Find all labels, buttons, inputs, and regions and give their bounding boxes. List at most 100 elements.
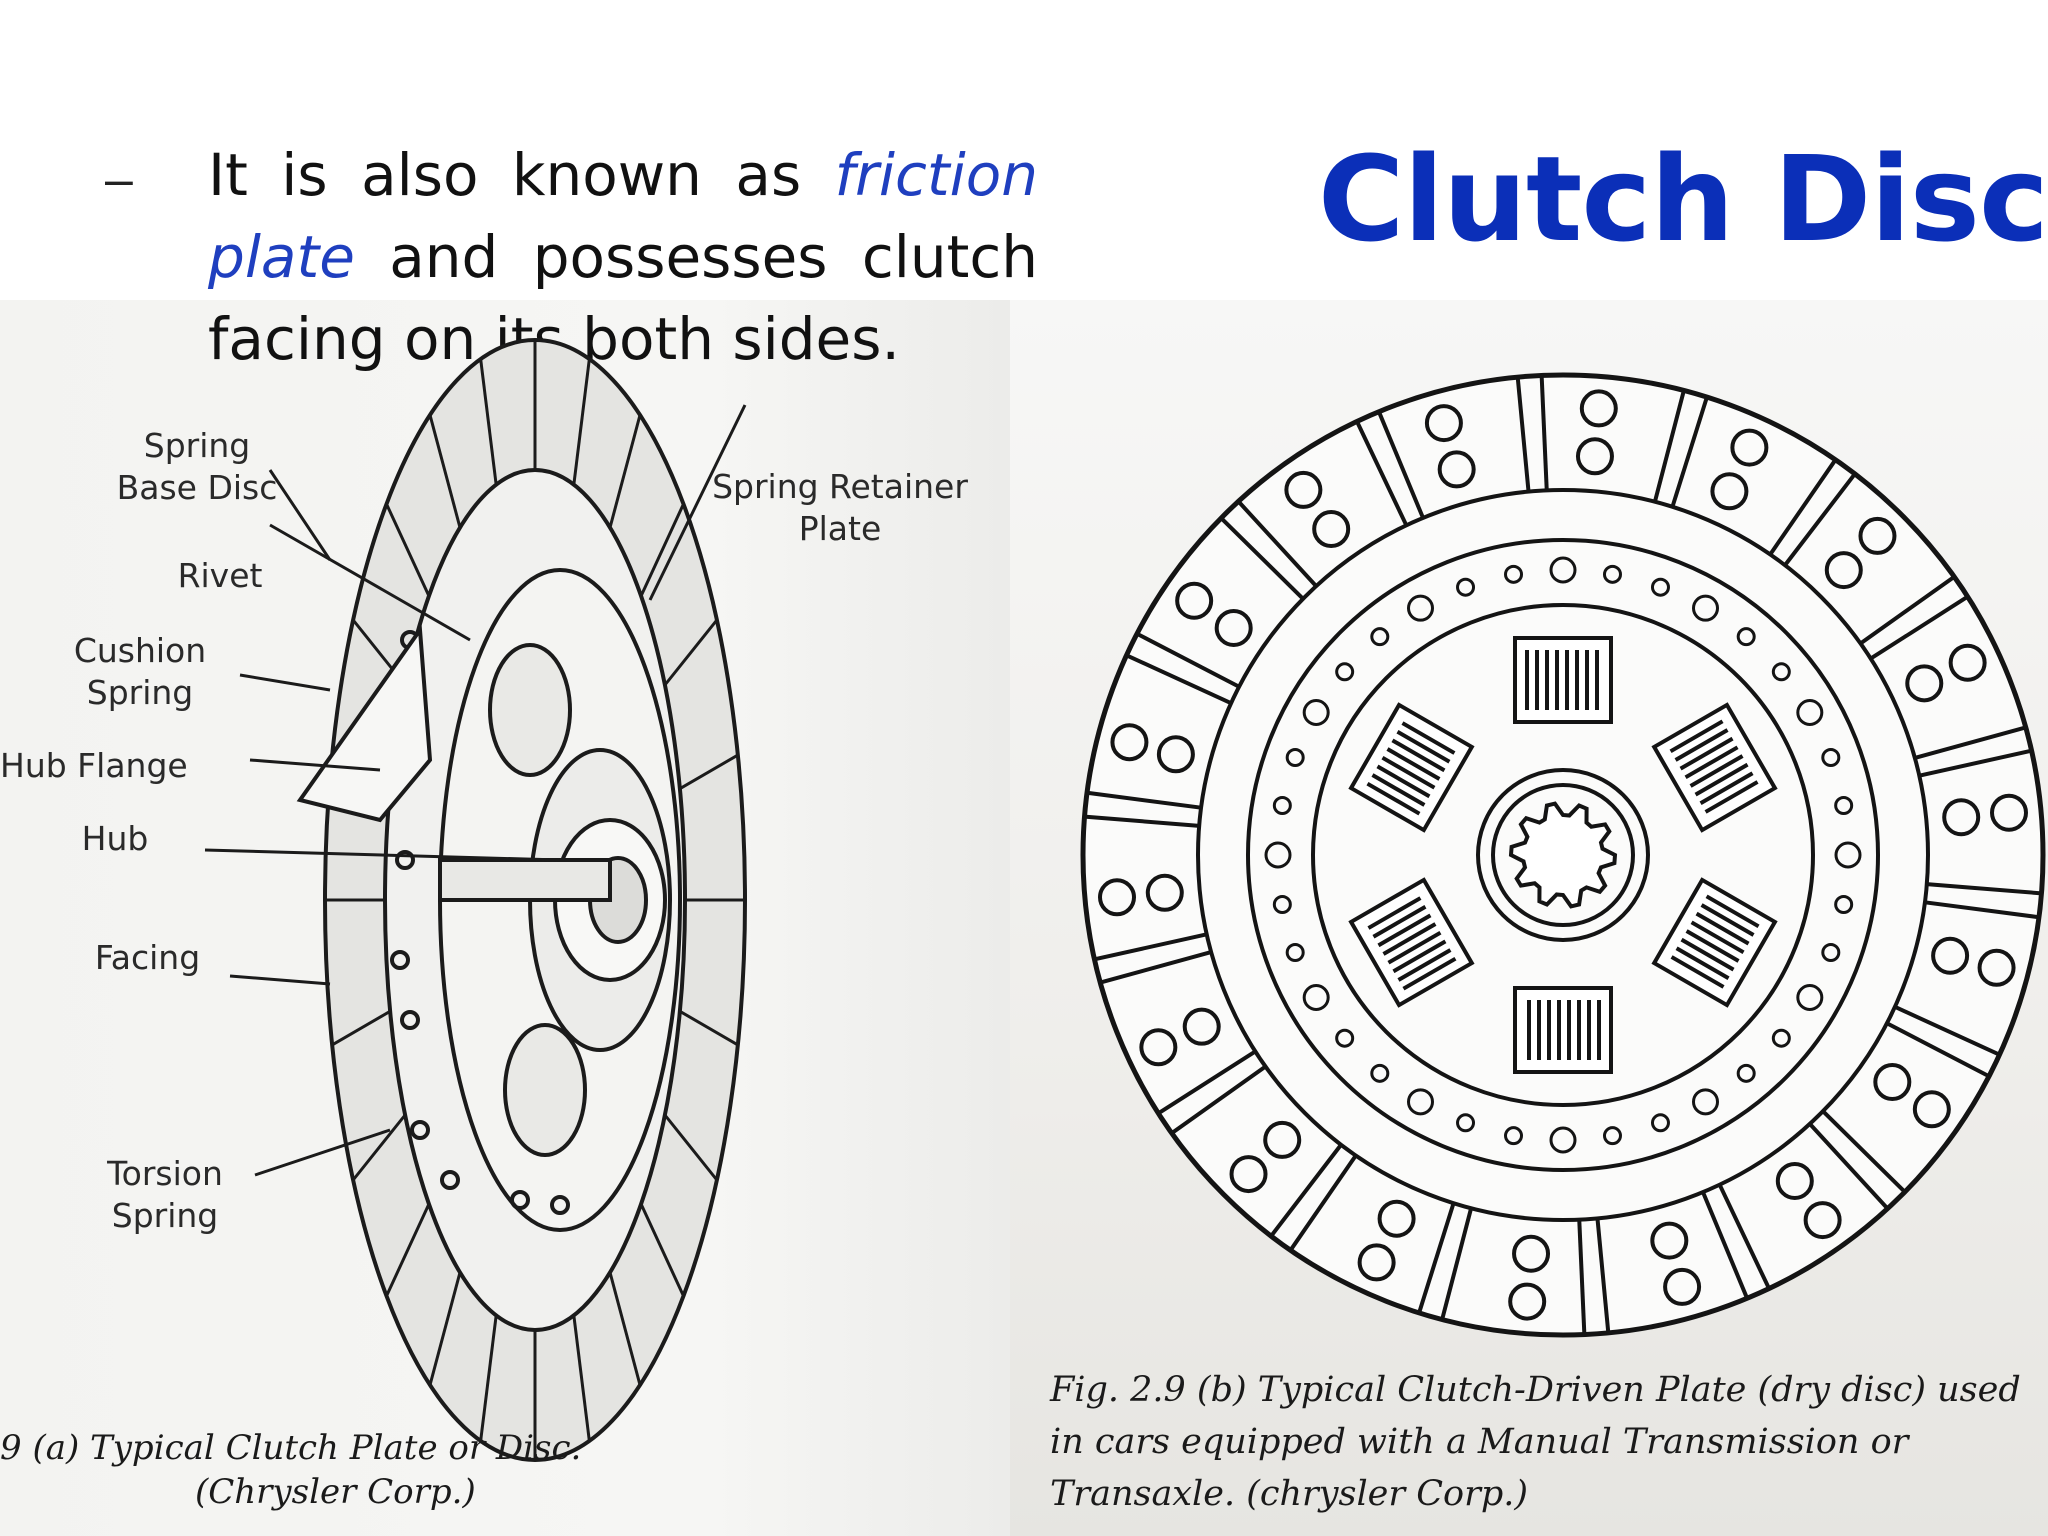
friction-segment-divider [1808,1122,1890,1210]
facing-segment-line [572,1315,591,1442]
plate-hole [1821,748,1841,768]
plate-hole [1692,594,1719,622]
facing-segment-line [385,503,431,597]
rivet-hole [1948,643,1987,682]
label-torsion-spring: Torsion Spring [107,1154,223,1235]
facing-segment-line [351,1114,407,1181]
friction-segment-divider [1885,1021,1990,1079]
friction-segment-divider [1595,1218,1611,1334]
plate-hole [1771,662,1791,682]
plate-hole [1821,942,1841,962]
rivet-hole [1175,581,1214,620]
friction-segment-divider [1670,396,1709,508]
plate-hole [1407,1088,1434,1116]
rivet-hole [1512,1234,1551,1273]
rivet-hole [1156,735,1195,774]
plate-hole [1504,564,1524,584]
plate-hole [1407,594,1434,622]
facing-segment-line [331,1009,391,1047]
left-figure-caption-line2: (Chrysler Corp.) [195,1472,476,1512]
torsion-spring [1348,702,1475,833]
rivet-hole [1214,608,1253,647]
plate-hole [1834,841,1862,869]
friction-segment-divider [1652,389,1686,503]
bullet-text-before: It is also known as [208,141,835,209]
rivet-hole [1989,793,2028,832]
plate-hole [1650,577,1670,597]
plate-hole [1456,1113,1476,1133]
plate-hole [1650,1113,1670,1133]
friction-segment-divider [1086,790,1202,810]
friction-segment-divider [1099,950,1212,985]
plate-hole [1285,942,1305,962]
friction-segment-divider [1926,882,2042,896]
plate-hole [1335,662,1355,682]
plate-hole [1736,1063,1756,1083]
friction-segment-divider [1894,1005,2001,1057]
friction-segment-divider [1783,472,1857,567]
rivet-hole [1377,1199,1416,1238]
friction-segment-divider [1377,410,1425,519]
bullet-text: It is also known as friction plate and p… [208,134,1038,380]
friction-segment-divider [1539,375,1549,491]
plate-hole [1834,894,1854,914]
friction-segment-divider [1084,814,1200,828]
torsion-spring [1513,636,1613,724]
bullet-marker: – [105,151,133,207]
friction-segment-divider [1269,1143,1343,1238]
friction-segment-divider [1440,1207,1474,1321]
friction-segment-divider [1717,1183,1771,1290]
bullet-text-after: and possesses clutch facing on its both … [208,223,1038,373]
facing-segment-line [428,414,462,528]
facing-segment-line [663,619,719,686]
friction-segment-divider [1219,516,1305,601]
rivet-hole [1942,798,1981,837]
plate-hole [1771,1028,1791,1048]
rivet-hole [1437,450,1476,489]
rivet-hole [1110,723,1149,762]
friction-segment-divider [1859,575,1956,646]
friction-segment-divider [1355,420,1409,527]
facing-segment-line [679,753,739,791]
label-spring-base-disc: Spring Base Disc [116,426,278,507]
rivet-hole [1650,1221,1689,1260]
plate-hole [1302,699,1330,726]
plate-hole [1370,627,1390,647]
rivet-hole [1775,1161,1814,1200]
friction-segment-divider [1914,725,2027,760]
facing-segment-line [639,503,685,597]
friction-segment-divider [1288,1154,1358,1252]
right-figure-caption-line3: Transaxle. (chrysler Corp.) [1050,1474,1529,1514]
bullet-highlight-friction-plate: friction plate [208,141,1038,291]
facing-segment-line [385,1203,431,1297]
facing-segment-line [608,1272,642,1386]
plate-hole [1285,748,1305,768]
friction-segment-divider [1125,653,1232,705]
left-figure-caption-line1: 9 (a) Typical Clutch Plate or Disc. [0,1428,582,1468]
rivet-hole [1424,404,1463,443]
torsion-spring [1651,877,1778,1008]
plate-hole [1692,1088,1719,1116]
rivet-hole [1579,389,1618,428]
friction-segment-divider [1768,458,1838,556]
rivet-hole [1803,1201,1842,1240]
plate-hole [1602,1126,1622,1146]
rivet-hole [1730,428,1769,467]
rivet-hole [1824,551,1863,590]
right-figure-caption-line2: in cars equipped with a Manual Transmiss… [1050,1422,1909,1462]
clutch-plate-perspective-illustration [204,338,747,1462]
label-hub: Hub [81,819,149,858]
rivet-hole [1977,948,2016,987]
plate-hole [1796,984,1824,1011]
rivet-hole [1858,516,1897,555]
facing-segment-line [479,358,498,485]
plate-hole [1549,1126,1577,1154]
rivet-hole [1284,470,1323,509]
friction-segment-divider [1821,1109,1907,1194]
facing-segment-line [572,358,591,485]
friction-segment-divider [1918,748,2032,778]
friction-segment-divider [1236,500,1318,588]
plate-hole [1272,894,1292,914]
facing-segment-line [608,414,642,528]
friction-segment-divider [1577,1219,1587,1335]
